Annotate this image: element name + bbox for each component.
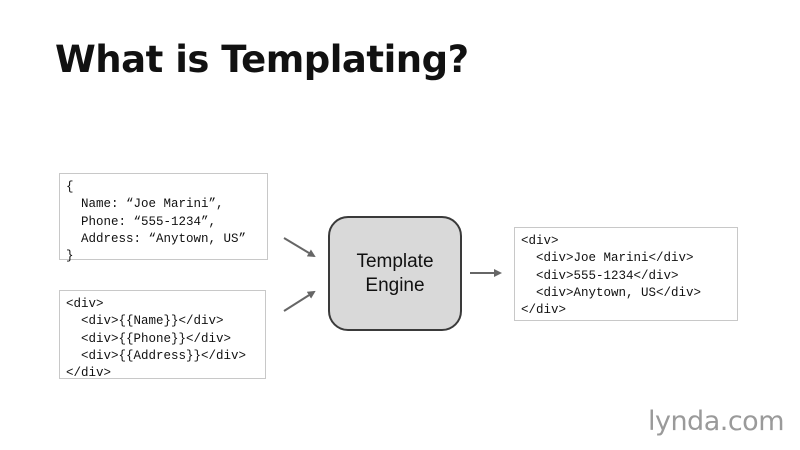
arrow-data-to-engine [283, 237, 316, 258]
code-line: </div> [66, 366, 112, 381]
code-line: Address: “Anytown, US” [66, 231, 247, 246]
code-line: Name: “Joe Marini”, [66, 197, 224, 212]
template-markup-box: <div> <div>{{Name}}</div> <div>{{Phone}}… [59, 290, 266, 381]
slide-title: What is Templating? [55, 38, 469, 81]
engine-label-line: Template [356, 250, 434, 272]
rendered-output-box: <div> <div>Joe Marini</div> <div>555-123… [514, 227, 738, 321]
code-line: <div>Joe Marini</div> [521, 251, 694, 266]
code-line: { [66, 180, 74, 194]
code-line: </div> [521, 303, 567, 318]
code-line: <div>Anytown, US</div> [521, 285, 702, 300]
data-object-box: { Name: “Joe Marini”, Phone: “555-1234”,… [59, 173, 268, 263]
code-line: Phone: “555-1234”, [66, 214, 217, 229]
template-engine-node: Template Engine [328, 216, 462, 331]
code-line: <div>{{Name}}</div> [66, 314, 224, 329]
engine-label-line: Engine [365, 274, 425, 296]
code-line: <div>555-1234</div> [521, 268, 679, 283]
code-line: <div>{{Phone}}</div> [66, 331, 232, 346]
code-line: } [66, 249, 74, 264]
code-line: <div> [521, 234, 559, 248]
lynda-logo: lynda.com [647, 406, 785, 437]
arrow-template-to-engine [283, 290, 316, 312]
code-line: <div>{{Address}}</div> [66, 348, 247, 363]
code-line: <div> [66, 297, 104, 311]
